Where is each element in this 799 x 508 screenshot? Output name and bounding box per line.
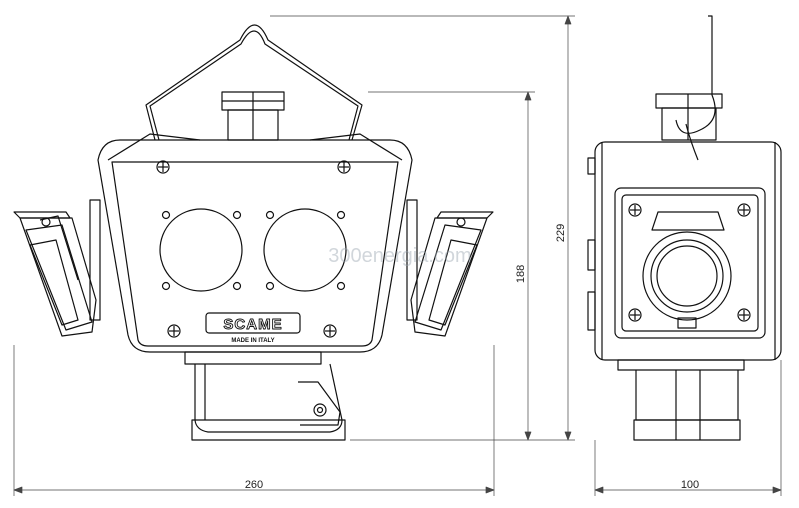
dim-label-100: 100 [681,479,699,491]
dim-label-229: 229 [555,224,567,242]
face-panel [111,161,399,347]
side-socket [642,211,732,329]
left-shoulder [107,133,201,161]
brand-plate: SCAME MADE IN ITALY [205,312,301,344]
left-side-socket [13,199,101,337]
breaker-window-left [159,208,243,292]
side-top-gland [655,93,723,141]
breaker-window-right [263,208,347,292]
panel-screw [737,203,751,217]
panel-screw [628,203,642,217]
corner-screw [167,324,181,338]
side-handle [675,15,716,134]
watermark: 300energia.com [328,245,471,267]
right-side-socket [406,199,494,337]
origin-label: MADE IN ITALY [231,338,274,344]
side-bottom-socket [617,359,745,441]
dim-label-188: 188 [515,265,527,283]
top-gland [221,91,285,141]
dimensions [13,15,782,496]
side-body [594,141,782,361]
panel-screw [737,308,751,322]
brand-logo: SCAME [223,316,282,333]
main-body [97,139,413,353]
side-front-panel [614,187,766,339]
corner-screw [337,160,351,174]
front-view: SCAME MADE IN ITALY [13,24,494,441]
hanging-handle [145,24,363,141]
side-view [587,15,782,441]
corner-screw [323,324,337,338]
panel-screw [628,308,642,322]
bottom-socket [184,351,346,441]
dim-label-260: 260 [245,479,263,491]
corner-screw [156,160,170,174]
right-shoulder [309,133,403,161]
